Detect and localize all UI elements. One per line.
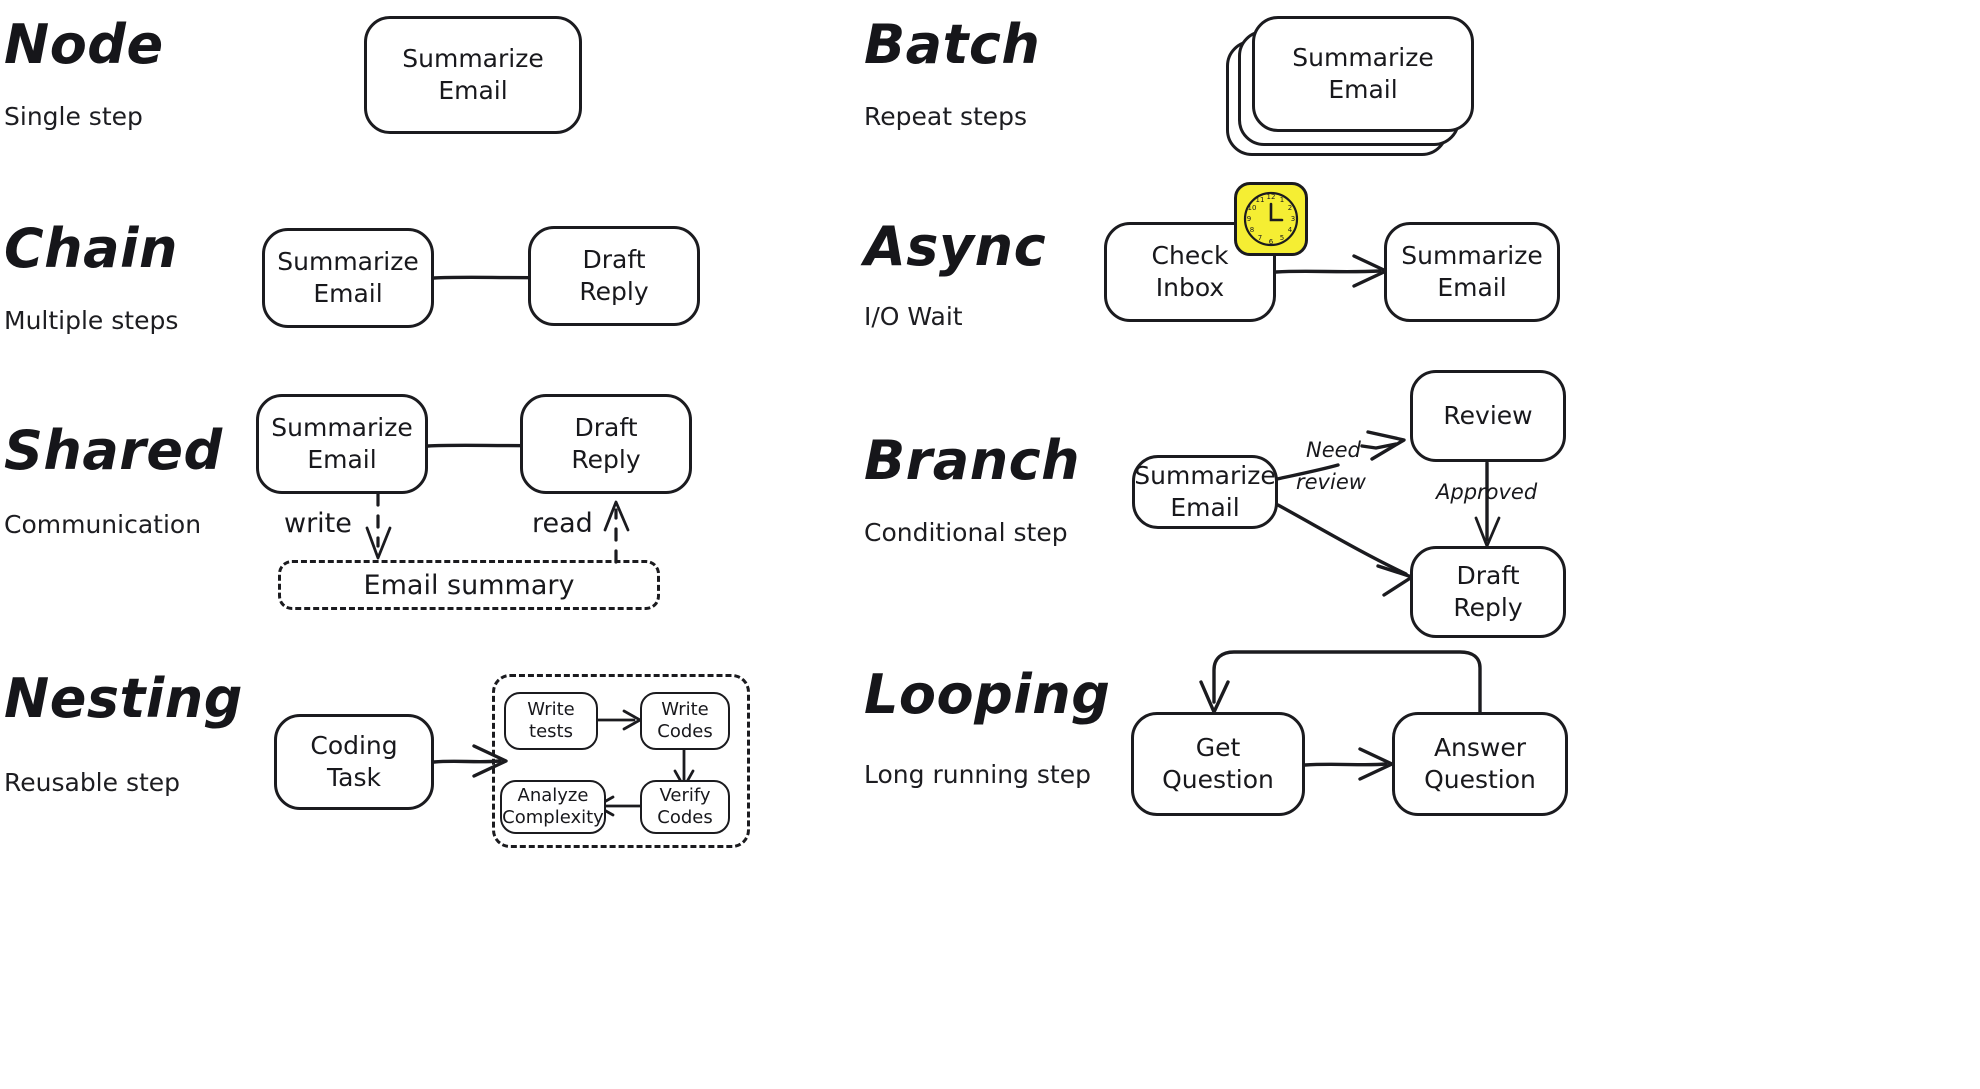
svg-text:7: 7 [1258,234,1262,242]
node-line-2: Task [327,763,381,792]
node-line-1: Summarize [271,413,413,442]
node-summarize-email-async[interactable]: Summarize Email [1384,222,1560,322]
svg-text:9: 9 [1247,215,1251,223]
node-line-1: Verify [659,785,711,807]
node-line-1: Draft [1456,561,1520,590]
edge-looping-feedback [1199,650,1482,714]
svg-text:11: 11 [1256,196,1265,204]
node-line-1: Summarize [1134,461,1276,490]
pattern-subtitle-shared: Communication [4,510,202,539]
pattern-title-branch: Branch [864,429,1081,492]
node-line-1: Check [1151,241,1229,270]
svg-text:4: 4 [1288,226,1293,234]
node-line-1: Draft [582,245,646,274]
node-line-1: Coding [310,731,398,760]
shared-store-label: Email summary [363,569,575,601]
node-line-1: Summarize [277,247,419,276]
svg-text:8: 8 [1250,226,1254,234]
node-line-2: Email [1437,273,1507,302]
edge-looping-get-to-answer [1303,747,1394,781]
node-summarize-email-chain[interactable]: Summarize Email [262,228,434,328]
edge-branch-to-draft [1276,503,1414,597]
node-line-1: Summarize [1292,43,1434,72]
node-summarize-email-shared[interactable]: Summarize Email [256,394,428,494]
node-line-2: Question [1424,765,1536,794]
node-verify-codes[interactable]: Verify Codes [640,780,730,834]
pattern-subtitle-chain: Multiple steps [4,306,179,335]
node-line-1: Summarize [1401,241,1543,270]
svg-text:12: 12 [1267,193,1276,201]
node-line-1: Summarize [402,44,544,73]
node-line-2: Reply [1453,593,1523,622]
node-line-1: Write [661,699,709,721]
clock-icon: 12 1 2 3 4 5 6 7 8 9 10 11 [1234,182,1308,256]
edge-branch-review-to-draft [1474,461,1501,548]
pattern-title-chain: Chain [4,217,178,280]
node-line-1: Review [1443,401,1533,430]
node-line-2: Codes [657,807,713,828]
edge-label-write: write [284,508,352,539]
node-line-2: Email [1328,75,1398,104]
pattern-title-looping: Looping [864,663,1111,726]
edge-label-review: review [1296,470,1366,494]
pattern-subtitle-async: I/O Wait [864,302,963,331]
edge-label-need: Need [1306,438,1361,462]
pattern-title-nesting: Nesting [4,667,243,730]
node-line-2: Email [307,445,377,474]
node-line-1: Write [527,699,575,721]
node-answer-question[interactable]: Answer Question [1392,712,1568,816]
pattern-title-async: Async [864,215,1047,278]
node-line-1: Analyze [517,785,589,807]
node-line-2: Email [313,279,383,308]
svg-text:3: 3 [1291,215,1295,223]
svg-text:2: 2 [1288,204,1292,212]
pattern-title-node: Node [4,13,164,76]
svg-text:5: 5 [1280,234,1284,242]
node-line-2: Reply [571,445,641,474]
pattern-subtitle-looping: Long running step [864,760,1091,789]
edge-async-check-to-summarize [1274,254,1388,288]
pattern-title-batch: Batch [864,13,1041,76]
node-review[interactable]: Review [1410,370,1566,462]
node-line-2: Question [1162,765,1274,794]
node-draft-reply-chain[interactable]: Draft Reply [528,226,700,326]
node-summarize-email-batch[interactable]: Summarize Email [1252,16,1474,132]
pattern-subtitle-branch: Conditional step [864,518,1068,547]
node-line-2: Complexity [502,807,604,828]
node-line-2: tests [529,721,573,742]
node-summarize-email[interactable]: Summarize Email [364,16,582,134]
pattern-subtitle-batch: Repeat steps [864,102,1028,131]
edge-label-read: read [532,508,593,539]
node-coding-task[interactable]: Coding Task [274,714,434,810]
pattern-subtitle-node: Single step [4,102,143,131]
edge-shared-read [603,500,630,564]
node-line-2: Email [438,76,508,105]
shared-store-email-summary[interactable]: Email summary [278,560,660,610]
pattern-subtitle-nesting: Reusable step [4,768,181,797]
edge-shared-write [365,492,392,560]
node-write-tests[interactable]: Write tests [504,692,598,750]
svg-text:1: 1 [1280,196,1284,204]
node-get-question[interactable]: Get Question [1131,712,1305,816]
node-line-2: Inbox [1155,273,1225,302]
node-analyze-complexity[interactable]: Analyze Complexity [500,780,606,834]
node-check-inbox[interactable]: Check Inbox [1104,222,1276,322]
node-write-codes[interactable]: Write Codes [640,692,730,750]
svg-text:10: 10 [1248,204,1257,212]
pattern-title-shared: Shared [4,419,223,482]
svg-text:6: 6 [1269,238,1274,246]
node-draft-reply-branch[interactable]: Draft Reply [1410,546,1566,638]
node-line-2: Reply [579,277,649,306]
node-line-1: Answer [1433,733,1527,762]
node-line-1: Draft [574,413,638,442]
node-line-2: Codes [657,721,713,742]
node-line-1: Get [1195,733,1241,762]
node-line-2: Email [1170,493,1240,522]
node-summarize-email-branch[interactable]: Summarize Email [1132,455,1278,529]
edge-label-approved: Approved [1436,480,1538,504]
node-draft-reply-shared[interactable]: Draft Reply [520,394,692,494]
